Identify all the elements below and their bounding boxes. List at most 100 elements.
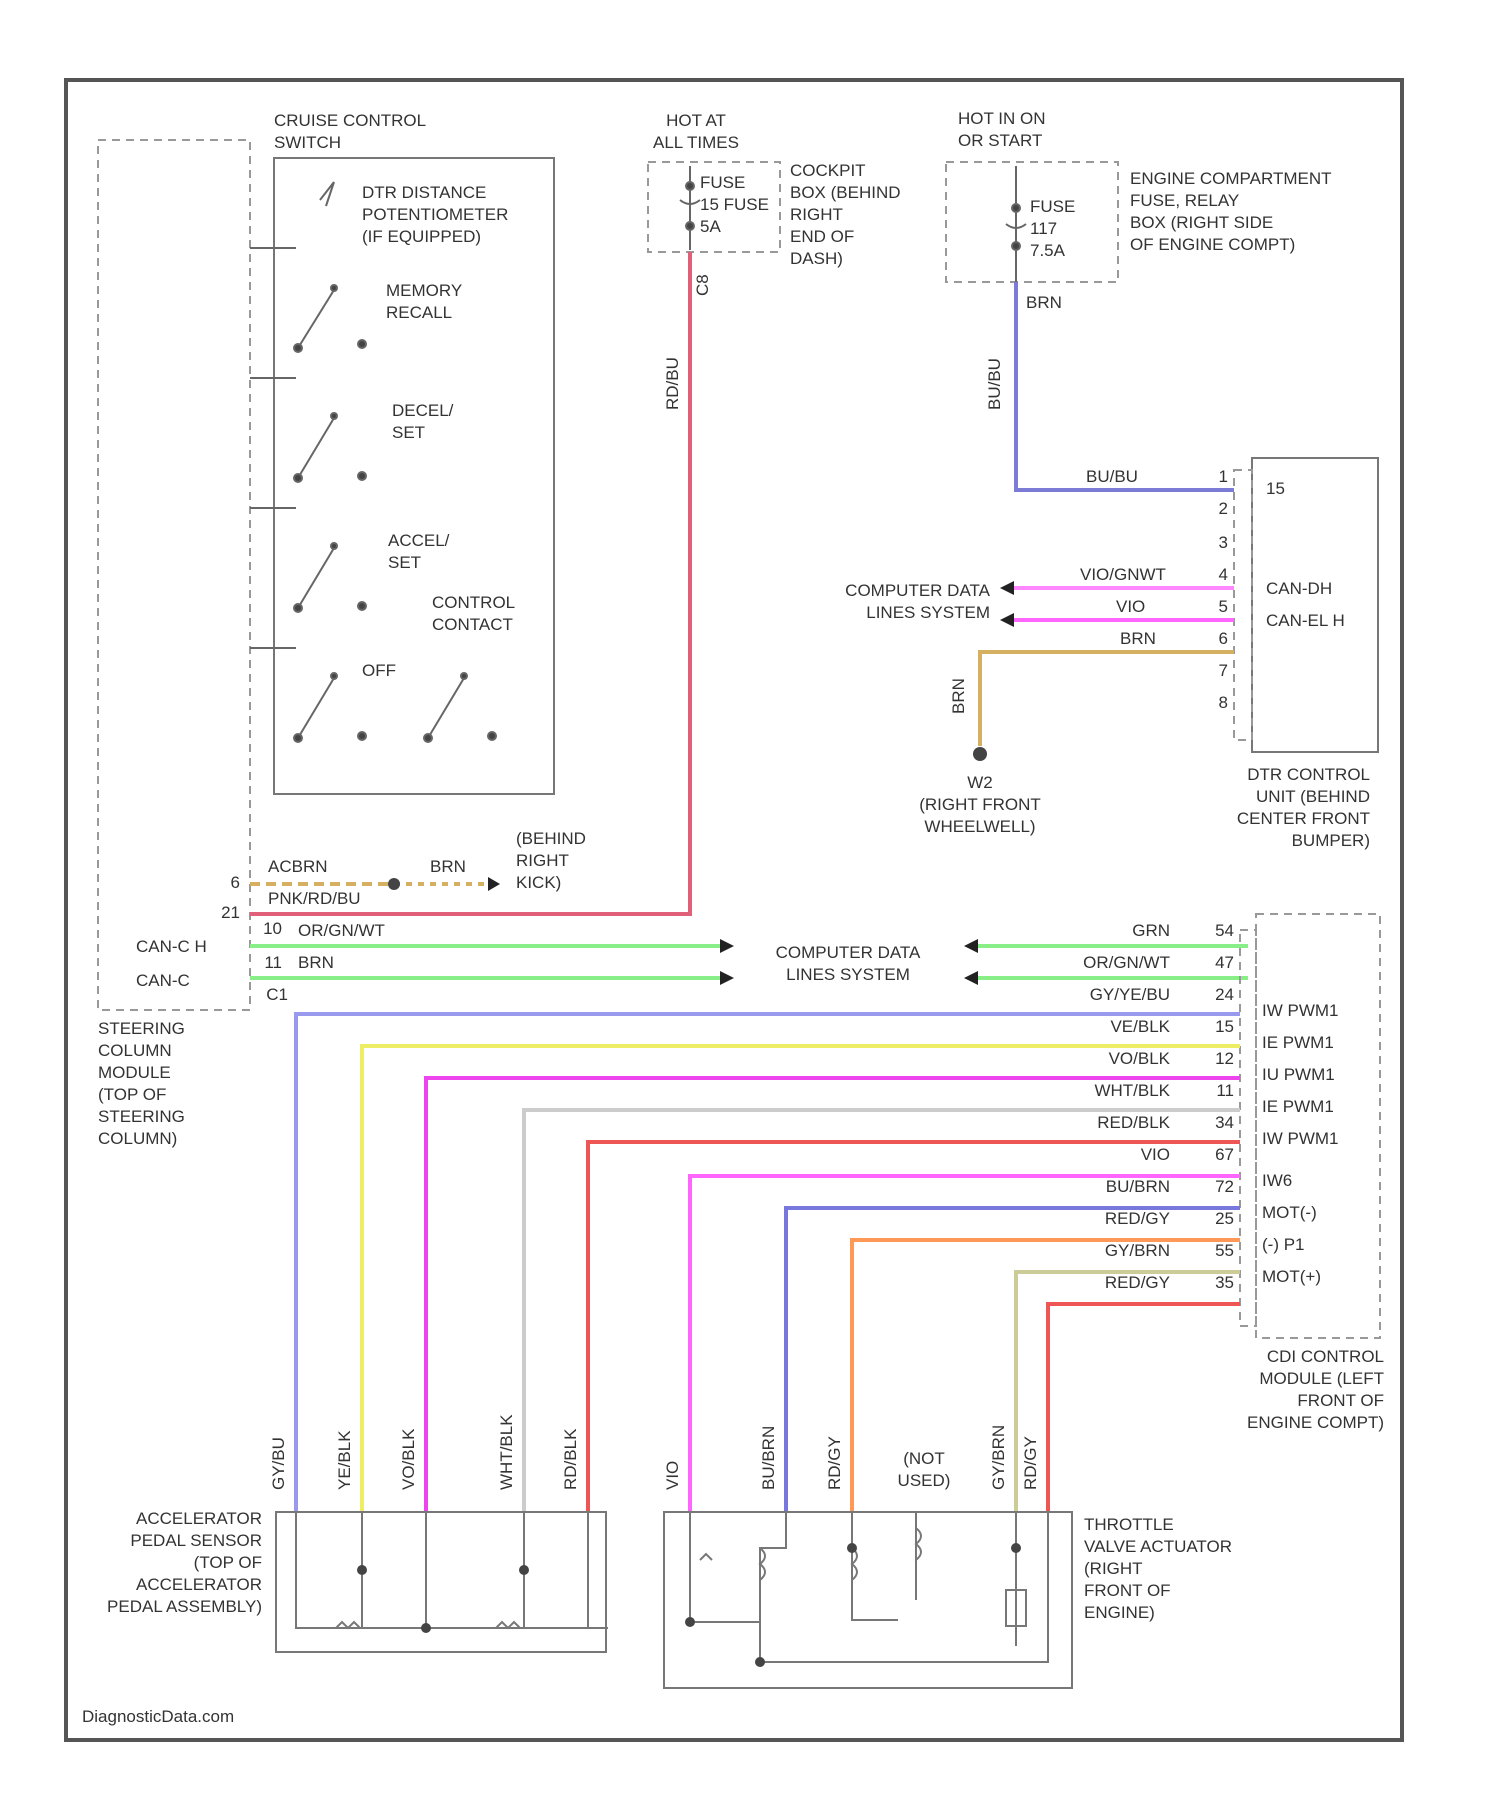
wire-label-brn-vert: BRN [949,678,968,714]
cruise-switch-label: CRUISE CONTROLSWITCH [274,111,426,152]
dtr-pin-labels: 15 CAN-DH CAN-EL H [1266,479,1345,630]
svg-text:RED/BLK: RED/BLK [1097,1113,1170,1132]
svg-text:IW6: IW6 [1262,1171,1292,1190]
svg-text:2: 2 [1219,499,1228,518]
throttle-node-2 [1011,1543,1021,1553]
svg-text:67: 67 [1215,1145,1234,1164]
off-label: OFF [362,661,396,680]
svg-text:IE PWM1: IE PWM1 [1262,1033,1334,1052]
svg-text:54: 54 [1215,921,1234,940]
decel-set-label: DECEL/SET [392,401,454,442]
accel-set-label: ACCEL/SET [388,531,450,572]
svg-text:WHT/BLK: WHT/BLK [497,1414,516,1490]
svg-text:8: 8 [1219,693,1228,712]
svg-text:BU/BRN: BU/BRN [759,1426,778,1490]
kick-arrow [488,877,500,891]
svg-text:GRN: GRN [1132,921,1170,940]
dtr-can-arrows [1000,581,1014,627]
footer-watermark: DiagnosticData.com [82,1707,234,1726]
cdi-connector [1240,930,1256,1326]
svg-text:VO/BLK: VO/BLK [1109,1049,1171,1068]
svg-text:VO/BLK: VO/BLK [399,1428,418,1490]
accel-sensor-internals [296,1512,608,1628]
fuse-117-symbol [1006,166,1026,282]
svg-text:4: 4 [1219,565,1228,584]
svg-text:IU PWM1: IU PWM1 [1262,1065,1335,1084]
svg-text:21: 21 [221,903,240,922]
svg-text:RD/GY: RD/GY [825,1436,844,1490]
can-right-arrows [964,939,978,985]
svg-text:11: 11 [264,953,282,972]
throttle-node-1 [847,1543,857,1553]
svg-text:CAN-EL H: CAN-EL H [1266,611,1345,630]
svg-text:IW PWM1: IW PWM1 [1262,1129,1339,1148]
svg-text:CAN-DH: CAN-DH [1266,579,1332,598]
accelerator-pedal-sensor-box [276,1512,606,1652]
svg-text:RD/BLK: RD/BLK [561,1428,580,1490]
svg-text:RD/GY: RD/GY [1021,1436,1040,1490]
wire-label-fuse2-out: BU/BU [985,358,1004,410]
wire-label-vio-gnwt: VIO/GNWT [1080,565,1166,584]
svg-text:MOT(+): MOT(+) [1262,1267,1321,1286]
svg-text:15: 15 [1266,479,1285,498]
svg-text:35: 35 [1215,1273,1234,1292]
svg-text:1: 1 [1219,467,1228,486]
wire-label-fuse2-pin: BRN [1026,293,1062,312]
svg-text:GY/BU: GY/BU [269,1437,288,1490]
accel-node-3 [421,1623,431,1633]
svg-text:7: 7 [1219,661,1228,680]
can-left-arrows [720,939,734,985]
wire-label-splice-right: BRN [430,857,466,876]
svg-text:11: 11 [1216,1081,1234,1100]
svg-text:GY/BRN: GY/BRN [1105,1241,1170,1260]
diagram-frame [66,80,1402,1740]
can-c-l-label: CAN-C [136,971,190,990]
svg-text:6: 6 [231,873,240,892]
svg-text:VE/BLK: VE/BLK [1110,1017,1170,1036]
hot-at-all-times-label: HOT ATALL TIMES [653,111,739,152]
svg-text:VIO: VIO [663,1461,682,1490]
svg-text:24: 24 [1215,985,1234,1004]
wire-label-fuse-pin: C8 [693,274,712,296]
steering-column-module-outline [98,140,250,1010]
wire-dtr-ground [980,652,1234,746]
svg-text:IE PWM1: IE PWM1 [1262,1097,1334,1116]
svg-text:IW PWM1: IW PWM1 [1262,1001,1339,1020]
throttle-internals [690,1512,1048,1662]
hot-in-on-label: HOT IN ONOR START [958,109,1046,150]
wire-apedal-4 [524,1110,1240,1512]
can-c-h-label: CAN-C H [136,937,207,956]
svg-text:34: 34 [1215,1113,1234,1132]
svg-text:RED/GY: RED/GY [1105,1273,1170,1292]
accel-node-1 [357,1565,367,1575]
cdi-pin-labels: IW PWM1 IE PWM1 IU PWM1 IE PWM1 IW PWM1 … [1262,1001,1339,1286]
wire-fuse117-dtr [1016,282,1234,490]
wire-label-fuse-out: RD/BU [663,357,682,410]
svg-text:VIO: VIO [1141,1145,1170,1164]
svg-text:6: 6 [1219,629,1228,648]
svg-text:5: 5 [1219,597,1228,616]
wire-label-pnk-rd: PNK/RD/BU [268,889,361,908]
computer-data-label-2: COMPUTER DATALINES SYSTEM [776,943,921,984]
svg-text:MOT(-): MOT(-) [1262,1203,1317,1222]
ground-point [973,747,987,761]
svg-text:OR/GN/WT: OR/GN/WT [1083,953,1170,972]
splice-point [388,878,400,890]
svg-text:WHT/BLK: WHT/BLK [1094,1081,1170,1100]
svg-text:3: 3 [1219,533,1228,552]
wire-label-splice-left: ACBRN [268,857,328,876]
svg-text:10: 10 [263,919,282,938]
svg-text:GY/YE/BU: GY/YE/BU [1090,985,1170,1004]
